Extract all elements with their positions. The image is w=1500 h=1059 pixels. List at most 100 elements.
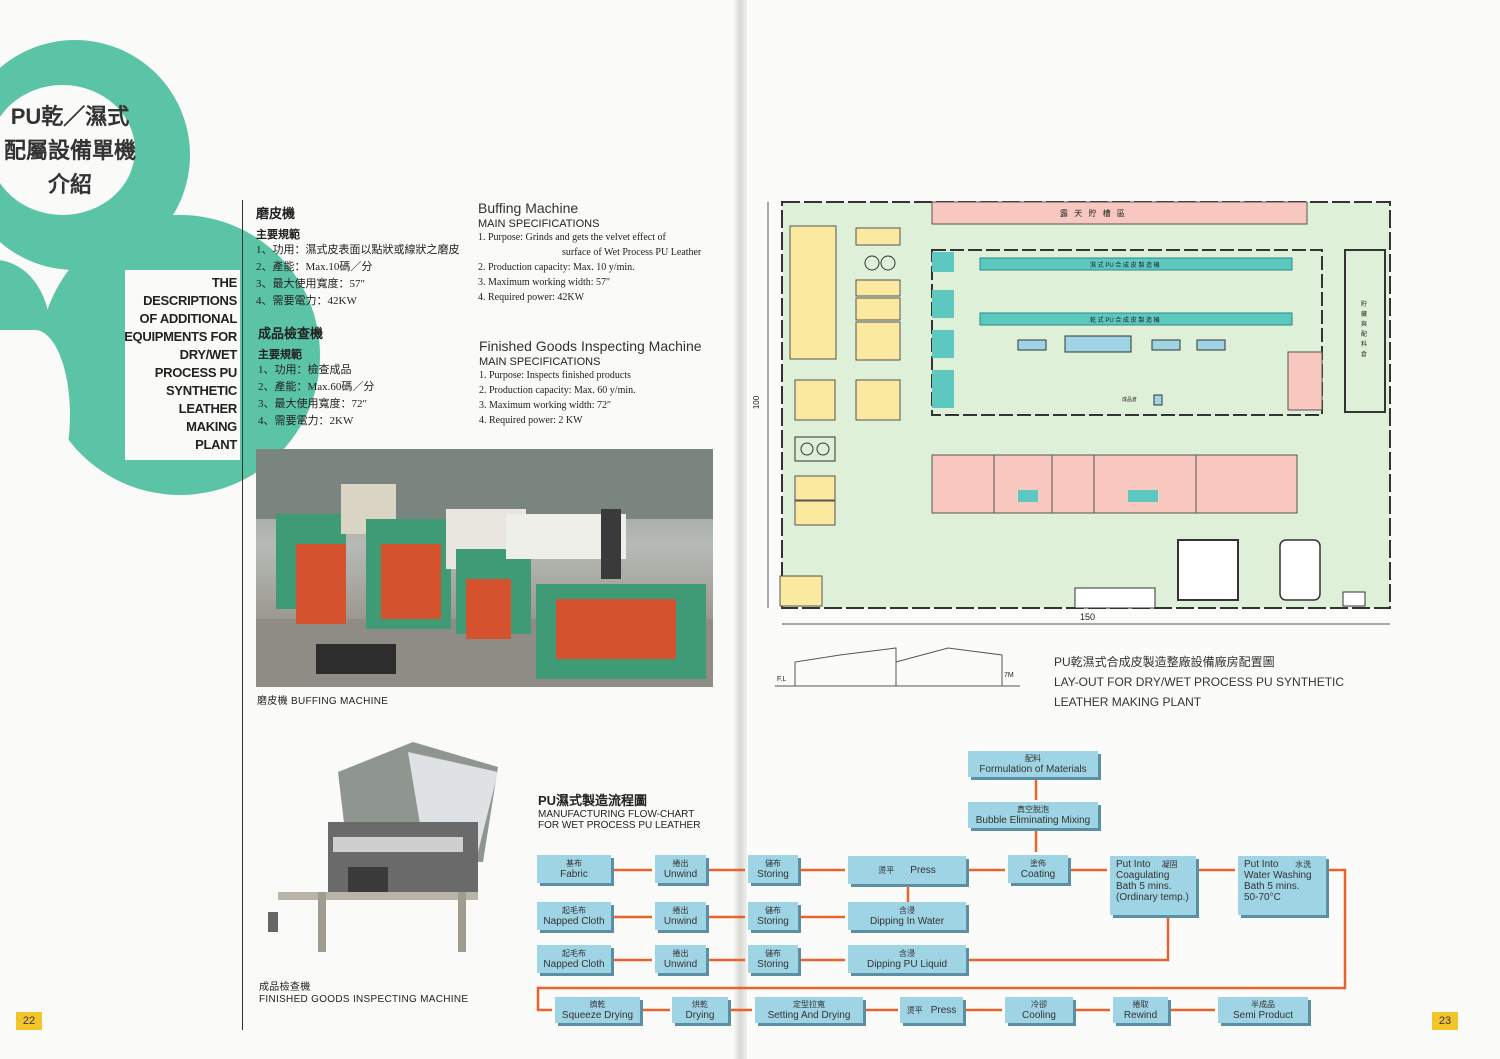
flowchart-title: PU濕式製造流程圖 MANUFACTURING FLOW-CHART FOR W…: [538, 790, 700, 831]
plan-label-warehouse: 成品倉: [1122, 397, 1138, 403]
flow-box-en: Napped Cloth: [543, 916, 605, 927]
gear-hub: [0, 85, 135, 215]
side-title-line: LEATHER: [178, 401, 238, 416]
spec-line: 3、最大使用寬度：72″: [258, 398, 368, 410]
side-title-line: PROCESS PU: [154, 365, 238, 380]
flow-box-unwind-1: 捲出 Unwind: [655, 855, 706, 883]
flow-box-en: Unwind: [663, 869, 698, 880]
flow-box-zh: 真空脫泡: [1017, 805, 1049, 814]
page-number-right: 23: [1432, 1012, 1458, 1030]
buffing-title-en: Buffing Machine: [478, 200, 579, 216]
section-height-label: 7M: [1004, 672, 1014, 679]
flow-box-en: Cooling: [1022, 1010, 1056, 1021]
flow-box-press-2: 燙平 Press: [900, 997, 963, 1023]
flow-box-en: Storing: [757, 959, 789, 970]
flow-box-zh: 儲布: [765, 859, 781, 868]
flow-box-zh: 起毛布: [562, 906, 586, 915]
flowchart-title-en-2: FOR WET PROCESS PU LEATHER: [538, 820, 701, 831]
side-title-line: EQUIPMENTS FOR: [124, 329, 237, 344]
title-line-1: PU乾／濕式: [10, 104, 130, 129]
flow-box-en: Storing: [757, 869, 789, 880]
flow-box-en: Bubble Eliminating Mixing: [975, 815, 1091, 826]
flow-box-en: Storing: [757, 916, 789, 927]
title-line-3: 介紹: [47, 172, 92, 197]
inspect-machine-illustration: [268, 742, 498, 952]
flow-box-water-washing: Put Into 水洗 Water Washing Bath 5 mins. 5…: [1238, 856, 1326, 915]
inspect-spec-zh: 成品檢查機 主要規範 1、功用：檢查成品 2、產能：Max.60碼／分 3、最大…: [258, 323, 458, 430]
flow-box-en: Put Into 水洗: [1244, 859, 1312, 870]
side-title-line: PLANT: [195, 437, 237, 452]
flow-box-en: Squeeze Drying: [561, 1010, 634, 1021]
open-tank-area: [931, 201, 1308, 225]
flow-box-en: Put Into 凝固: [1116, 859, 1178, 870]
plan-label-wet-line: 濕 式 PU 合 成 皮 製 造 機: [1090, 263, 1160, 269]
flow-box-en: Coating: [1020, 869, 1056, 880]
plan-label-dry-line: 乾 式 PU 合 成 皮 製 造 機: [1090, 318, 1160, 324]
flow-box-storing-2: 儲布 Storing: [748, 902, 798, 930]
vertical-rule: [242, 200, 243, 1030]
flow-box-coating: 塗佈 Coating: [1008, 855, 1068, 883]
flow-box-zh: 儲布: [765, 949, 781, 958]
flow-box-zh: 燙平: [878, 865, 895, 875]
flow-box-zh: 捲出: [672, 906, 689, 915]
inspect-machine-photo: [258, 742, 503, 964]
flow-box-napped-cloth-2: 起毛布 Napped Cloth: [537, 945, 611, 973]
spec-line: 3、最大使用寬度：57″: [256, 278, 366, 290]
flow-box-zh: 烘乾: [692, 1000, 708, 1009]
wet-line: [979, 257, 1293, 271]
flow-box-zh: 起毛布: [562, 949, 586, 958]
spec-line: 2、產能：Max.60碼／分: [258, 381, 375, 393]
side-title-line: THE: [211, 275, 237, 290]
side-title-line: SYNTHETIC: [166, 383, 237, 398]
flow-box-en: Fabric: [560, 869, 588, 880]
spec-line: 3. Maximum working width: 72″: [479, 400, 612, 411]
flow-box-fabric: 基布 Fabric: [537, 855, 611, 883]
flow-box-press-1: 燙平 Press: [848, 856, 966, 884]
flow-box-zh: 捲取: [1132, 1000, 1149, 1009]
flow-box-zh: 燙平: [906, 1005, 923, 1015]
plan-dimension-height: 100: [752, 395, 762, 410]
flow-box-en: 50-70°C: [1244, 892, 1281, 903]
flow-box-en: Press: [910, 864, 936, 876]
inspect-subtitle-zh: 主要規範: [258, 349, 302, 361]
buffing-machine-photo: [256, 449, 713, 687]
flow-box-rewind: 捲取 Rewind: [1113, 997, 1168, 1023]
flow-box-en: Bath 5 mins.: [1116, 881, 1172, 892]
flow-box-drying: 烘乾 Drying: [672, 997, 728, 1023]
buffing-machine-illustration: [256, 449, 713, 687]
spec-line: 2. Production capacity: Max. 10 y/min.: [478, 262, 635, 273]
flow-box-storing-3: 儲布 Storing: [748, 945, 798, 973]
left-page: PU乾／濕式 配屬設備單機 介紹 THE DESCRIPTIONS OF ADD…: [0, 0, 740, 1059]
flow-box-zh: 捲出: [672, 859, 689, 868]
plan-label-right-bar: 貯藏與配料倉: [1361, 302, 1368, 358]
side-title-line: DESCRIPTIONS: [143, 293, 237, 308]
inspect-spec-en: Finished Goods Inspecting Machine MAIN S…: [479, 338, 729, 428]
flow-box-zh: 配料: [1025, 754, 1041, 763]
flow-box-formulation: 配料 Formulation of Materials: [968, 751, 1098, 777]
spec-line: 1. Purpose: Inspects finished products: [479, 370, 631, 381]
inspect-title-en: Finished Goods Inspecting Machine: [479, 338, 702, 354]
flowchart-title-zh: PU濕式製造流程圖: [538, 793, 648, 808]
flow-box-squeeze-drying: 擠乾 Squeeze Drying: [555, 997, 640, 1023]
spec-line: 4. Required power: 42KW: [478, 292, 585, 303]
flow-box-en: Unwind: [663, 916, 698, 927]
caption-inspect-en: FINISHED GOODS INSPECTING MACHINE: [259, 994, 469, 1005]
book-gutter: [733, 0, 747, 1059]
flow-box-zh: 半成品: [1251, 1000, 1275, 1009]
spec-line: 3. Maximum working width: 57″: [478, 277, 611, 288]
flow-box-zh: 基布: [566, 859, 582, 868]
title-line-2: 配屬設備單機: [3, 138, 136, 163]
spec-line: 4、需要電力：2KW: [258, 415, 354, 427]
plan-dimension-width: 150: [1080, 612, 1096, 622]
flow-box-en: Formulation of Materials: [979, 764, 1087, 775]
flow-box-unwind-2: 捲出 Unwind: [655, 902, 706, 930]
spec-line: 2、產能：Max.10碼／分: [256, 261, 373, 273]
section-fl-label: F.L: [777, 676, 787, 683]
spec-line: 1、功用：檢查成品: [258, 364, 352, 376]
inspect-title-zh: 成品檢查機: [258, 326, 324, 341]
flow-box-napped-cloth-1: 起毛布 Napped Cloth: [537, 902, 611, 930]
buffing-subtitle-zh: 主要規範: [256, 229, 300, 241]
flow-box-zh: 冷卻: [1031, 1000, 1047, 1009]
flow-box-zh: 塗佈: [1030, 859, 1046, 868]
flow-box-zh: 捲出: [672, 949, 689, 958]
